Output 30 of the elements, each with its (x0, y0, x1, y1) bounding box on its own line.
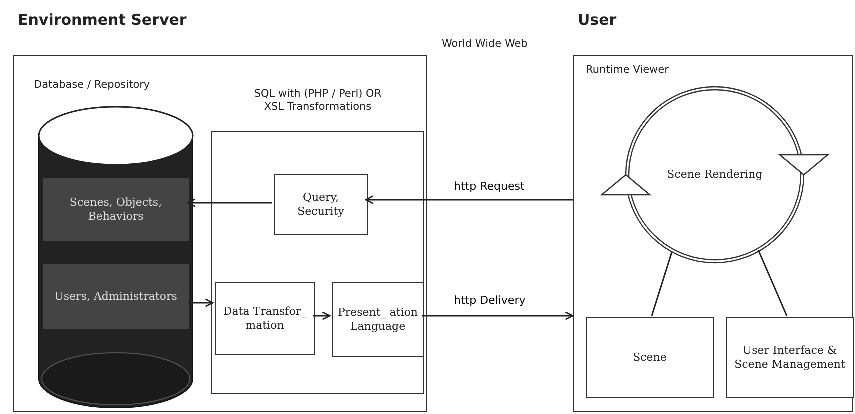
arrow (422, 312, 574, 320)
node-text: Users, Administrators (54, 290, 178, 304)
edge-label: http Delivery (452, 294, 528, 307)
process-box (726, 317, 854, 398)
data-store-box (43, 264, 189, 329)
process-box (332, 282, 424, 357)
node-text: Present_ ation Language (336, 306, 420, 334)
arrow (187, 198, 272, 208)
node-text: Query, Security (296, 190, 346, 218)
process-box (215, 282, 315, 355)
node-text: User Interface & Scene Management (734, 344, 846, 372)
section-heading: User (578, 11, 617, 29)
edge-label: http Request (452, 180, 527, 193)
network-label: World Wide Web (442, 38, 528, 50)
node-text: Data Transfor_ mation (222, 304, 308, 332)
group-heading: Database / Repository (34, 79, 150, 92)
node-text: Scene Rendering (667, 168, 763, 182)
arrow (365, 196, 573, 204)
data-store-box (43, 178, 189, 241)
node-text: Scenes, Objects, Behaviors (68, 196, 164, 224)
panel-title: Runtime Viewer (586, 64, 669, 76)
connector-line (758, 250, 788, 316)
arrow (188, 298, 214, 308)
process-box (586, 317, 714, 398)
group-heading: SQL with (PHP / Perl) OR XSL Transformations (253, 88, 383, 114)
process-box (274, 174, 368, 235)
arrow (313, 312, 331, 320)
connector-line (651, 251, 673, 316)
section-heading: Environment Server (18, 11, 187, 29)
node-text: Scene (633, 350, 667, 364)
